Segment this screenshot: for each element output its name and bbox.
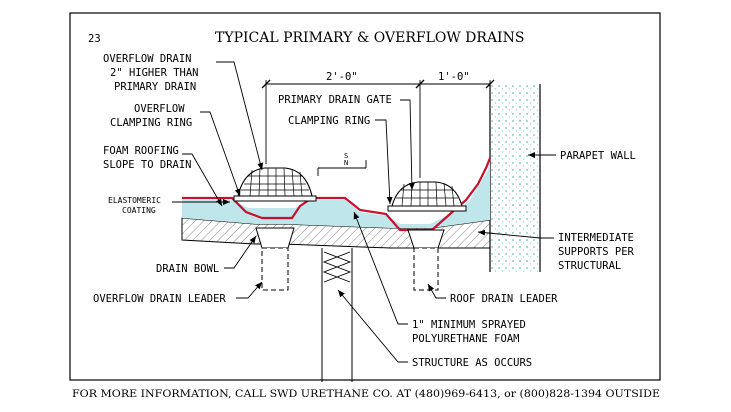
dimension-wall-span: 1'-0" [438, 71, 470, 83]
overflow-drain-leader [261, 247, 289, 291]
label-structure: STRUCTURE AS OCCURS [412, 357, 532, 369]
section-mark [317, 160, 367, 176]
sheet-border [69, 12, 661, 381]
leader-structure [337, 289, 408, 363]
label-overflow-drain-line3: PRIMARY DRAIN [114, 81, 196, 93]
label-roof-leader: ROOF DRAIN LEADER [450, 293, 558, 305]
overflow-drain [233, 167, 317, 249]
label-intermediate-line2: SUPPORTS PER [558, 246, 635, 258]
label-parapet-wall: PARAPET WALL [560, 150, 636, 162]
leader-overflow-drain [216, 61, 264, 171]
diagram-title: TYPICAL PRIMARY & OVERFLOW DRAINS [215, 30, 524, 46]
leader-drain-bowl [224, 235, 257, 269]
elastomeric-coating [182, 157, 492, 232]
label-primary-gate: PRIMARY DRAIN GATE [278, 94, 392, 106]
label-foam-min-line1: 1" MINIMUM SPRAYED [412, 319, 526, 331]
leader-primary-gate [400, 99, 415, 191]
leader-clamping-ring [375, 119, 393, 205]
footer-contact: FOR MORE INFORMATION, CALL SWD URETHANE … [72, 388, 660, 400]
dimension-lines [261, 79, 495, 178]
label-overflow-clamp-line2: CLAMPING RING [110, 117, 192, 129]
parapet-wall [489, 84, 541, 272]
label-drain-bowl: DRAIN BOWL [156, 263, 219, 275]
structure-column [321, 248, 353, 382]
label-overflow-drain-line2: 2" HIGHER THAN [110, 67, 199, 79]
leader-foam-roofing [182, 153, 223, 207]
label-foam-roofing-line2: SLOPE TO DRAIN [103, 159, 192, 171]
section-mark-bottom: N [344, 159, 348, 167]
label-elastomeric-line1: ELASTOMERIC [108, 196, 161, 205]
label-foam-roofing-line1: FOAM ROOFING [103, 145, 179, 157]
leader-intermediate [477, 229, 554, 239]
sheet-number: 23 [88, 33, 101, 45]
label-foam-min-line2: POLYURETHANE FOAM [412, 333, 519, 345]
leader-overflow-leader [236, 281, 263, 299]
label-elastomeric-line2: COATING [122, 206, 156, 215]
leader-roof-leader [427, 283, 446, 299]
leader-foam-min [353, 211, 408, 325]
foam-layer [182, 160, 490, 228]
label-intermediate-line1: INTERMEDIATE [558, 232, 634, 244]
label-clamping-ring: CLAMPING RING [288, 115, 370, 127]
leader-overflow-clamp [200, 111, 241, 197]
dimension-primary-span: 2'-0" [326, 71, 358, 83]
label-overflow-leader: OVERFLOW DRAIN LEADER [93, 293, 226, 305]
label-intermediate-line3: STRUCTURAL [558, 260, 621, 272]
section-mark-top: S [344, 152, 348, 160]
label-overflow-drain-line1: OVERFLOW DRAIN [103, 53, 192, 65]
roof-drain-leader [413, 247, 439, 291]
label-overflow-clamp-line1: OVERFLOW [134, 103, 185, 115]
